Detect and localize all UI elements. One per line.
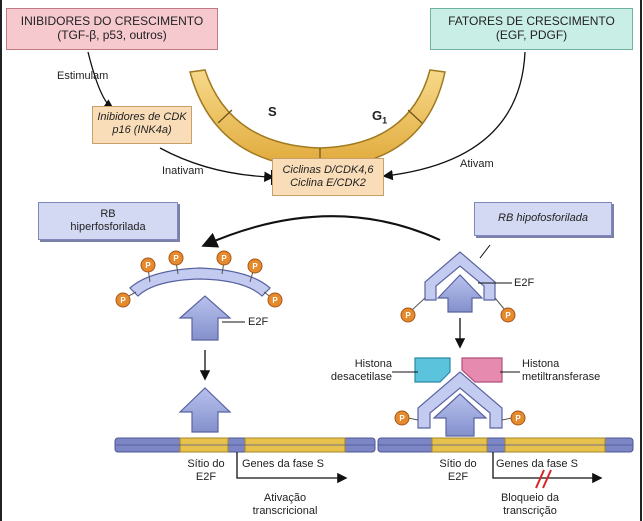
block-mark-2: [542, 469, 552, 489]
phosphate-label: P: [173, 254, 179, 263]
growth-factors-box: FATORES DE CRESCIMENTO (EGF, PDGF): [430, 8, 633, 50]
phosphate-icon: [500, 307, 516, 323]
rb-hypo-text: RB hipofosforilada: [498, 212, 588, 224]
phosphate-label: P: [505, 311, 511, 320]
cdk-inhibitors-box: Inibidores de CDK p16 (INK4a): [92, 106, 192, 144]
stimulate-label: Estimulam: [57, 70, 109, 82]
block-mark-1: [535, 469, 545, 489]
activate-label: Ativam: [460, 158, 494, 170]
rb-hyper-line1: RB: [100, 208, 116, 220]
e2f-free-shape: [178, 295, 245, 341]
transcription-line-left: [236, 452, 285, 479]
dna-right: [377, 437, 634, 453]
phosphate-icon: [267, 292, 283, 308]
inactivate-label: Inativam: [162, 165, 204, 177]
phosphate-icon: [247, 258, 263, 274]
block-label: Bloqueio da transcrição: [500, 492, 560, 517]
cell-cycle-ring: [189, 69, 446, 169]
phosphate-label: P: [515, 414, 521, 423]
phosphate-label: P: [399, 414, 405, 423]
growth-factors-title: FATORES DE CRESCIMENTO: [448, 14, 615, 28]
arrow-inactivate: [159, 147, 275, 182]
rb-hypo-box: RB hipofosforilada: [474, 202, 612, 236]
inhibitors-box: INIBIDORES DO CRESCIMENTO (TGF-β, p53, o…: [6, 8, 218, 50]
inhibitors-title: INIBIDORES DO CRESCIMENTO: [20, 14, 204, 28]
phosphate-icon: [168, 250, 184, 266]
phosphate-icon: [115, 292, 131, 308]
phosphate-label: P: [252, 262, 258, 271]
phase-g1-text: G: [372, 108, 383, 123]
phosphate-group: [115, 250, 526, 426]
activation-label: Ativação transcricional: [252, 492, 318, 517]
phosphate-labels: P P P P P P P P P P: [120, 254, 521, 423]
cyclins-line2: Ciclina E/CDK2: [290, 176, 366, 189]
phosphate-label: P: [272, 296, 278, 305]
phase-s-label: S: [268, 104, 277, 119]
cdk-inhibitors-line1: Inibidores de CDK: [97, 111, 187, 123]
phosphate-icon: [400, 307, 416, 323]
phosphate-icon: [394, 410, 410, 426]
rb-hyper-box: RB hiperfosforilada: [38, 202, 178, 240]
phosphate-label: P: [120, 296, 126, 305]
e2f-bound-shape: [178, 387, 232, 433]
phosphate-label: P: [221, 254, 227, 263]
genes-left-label: Genes da fase S: [242, 458, 324, 470]
histone-methyltransferase-shape: [461, 357, 503, 383]
rb-hypo-complex: [411, 244, 512, 313]
phase-g1-label: G1: [372, 108, 387, 126]
growth-factors-subtitle: (EGF, PDGF): [495, 27, 568, 42]
methyltransferase-label: Histona metiltransferase: [522, 358, 601, 383]
phase-g1-sub: 1: [382, 115, 388, 126]
cdk-inhibitors-line2: p16 (INK4a): [112, 123, 172, 136]
phosphate-icon: [216, 250, 232, 266]
phosphate-icon: [510, 410, 526, 426]
genes-right-label: Genes da fase S: [496, 458, 578, 470]
inhibitors-subtitle: (TGF-β, p53, outros): [57, 27, 167, 42]
phosphate-label: P: [145, 261, 151, 270]
arrow-activate: [382, 51, 526, 181]
phosphate-label: P: [405, 311, 411, 320]
transcription-line-right: [492, 452, 540, 479]
phosphate-icon: [140, 257, 156, 273]
rb-hyper-line2: hiperfosforilada: [70, 220, 146, 233]
e2f-left-label: E2F: [248, 316, 269, 328]
site-left-label: Sítio do E2F: [187, 458, 225, 483]
e2f-right-label: E2F: [514, 277, 535, 289]
cyclins-box: Ciclinas D/CDK4,6 Ciclina E/CDK2: [272, 158, 384, 196]
cyclins-line1: Ciclinas D/CDK4,6: [282, 164, 374, 176]
rb-e2f-bound-shape: [407, 371, 513, 437]
histone-deacetylase-shape: [414, 357, 451, 383]
site-right-label: Sítio do E2F: [439, 458, 477, 483]
arrow-phosphorylation: [201, 215, 441, 248]
deacetylase-label: Histona desacetilase: [330, 358, 392, 383]
dna-left: [114, 437, 376, 453]
